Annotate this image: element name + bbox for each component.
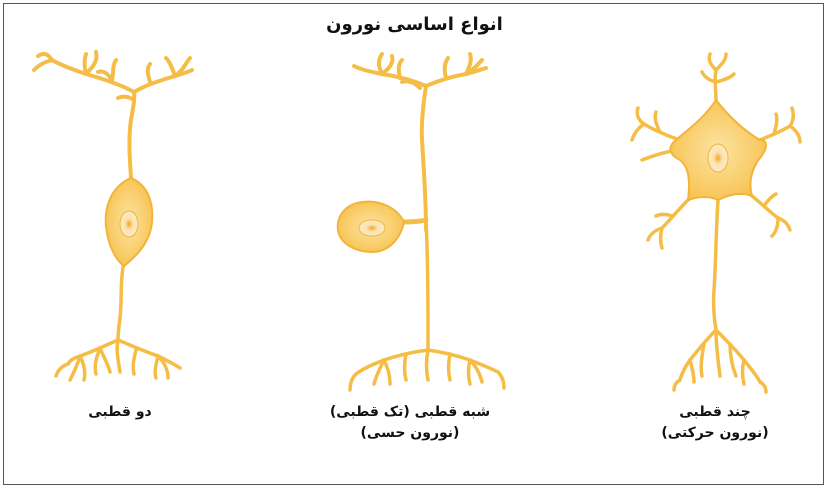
label-multi-line2: (نورون حرکتی) [640,423,790,444]
multipolar-neuron [632,54,800,392]
label-multi-line1: چند قطبی [640,402,790,423]
bipolar-neuron [34,52,192,380]
label-pseudo-line1: شبه قطبی (تک قطبی) [325,402,495,423]
label-pseudo-line2: (نورون حسی) [325,423,495,444]
pseudo-unipolar-neuron [338,54,504,390]
multipolar-nucleus [708,144,728,172]
bipolar-dendrites-top [34,52,192,178]
label-bipolar-line1: دو قطبی [65,402,175,423]
pseudo-stem [402,220,426,222]
pseudo-nucleus [359,220,385,236]
bipolar-axon-terminals [56,262,180,380]
label-multipolar: چند قطبی (نورون حرکتی) [640,402,790,444]
multipolar-axon [674,200,766,392]
label-bipolar: دو قطبی [65,402,175,423]
label-pseudo-unipolar: شبه قطبی (تک قطبی) (نورون حسی) [325,402,495,444]
bipolar-nucleus [120,211,138,237]
